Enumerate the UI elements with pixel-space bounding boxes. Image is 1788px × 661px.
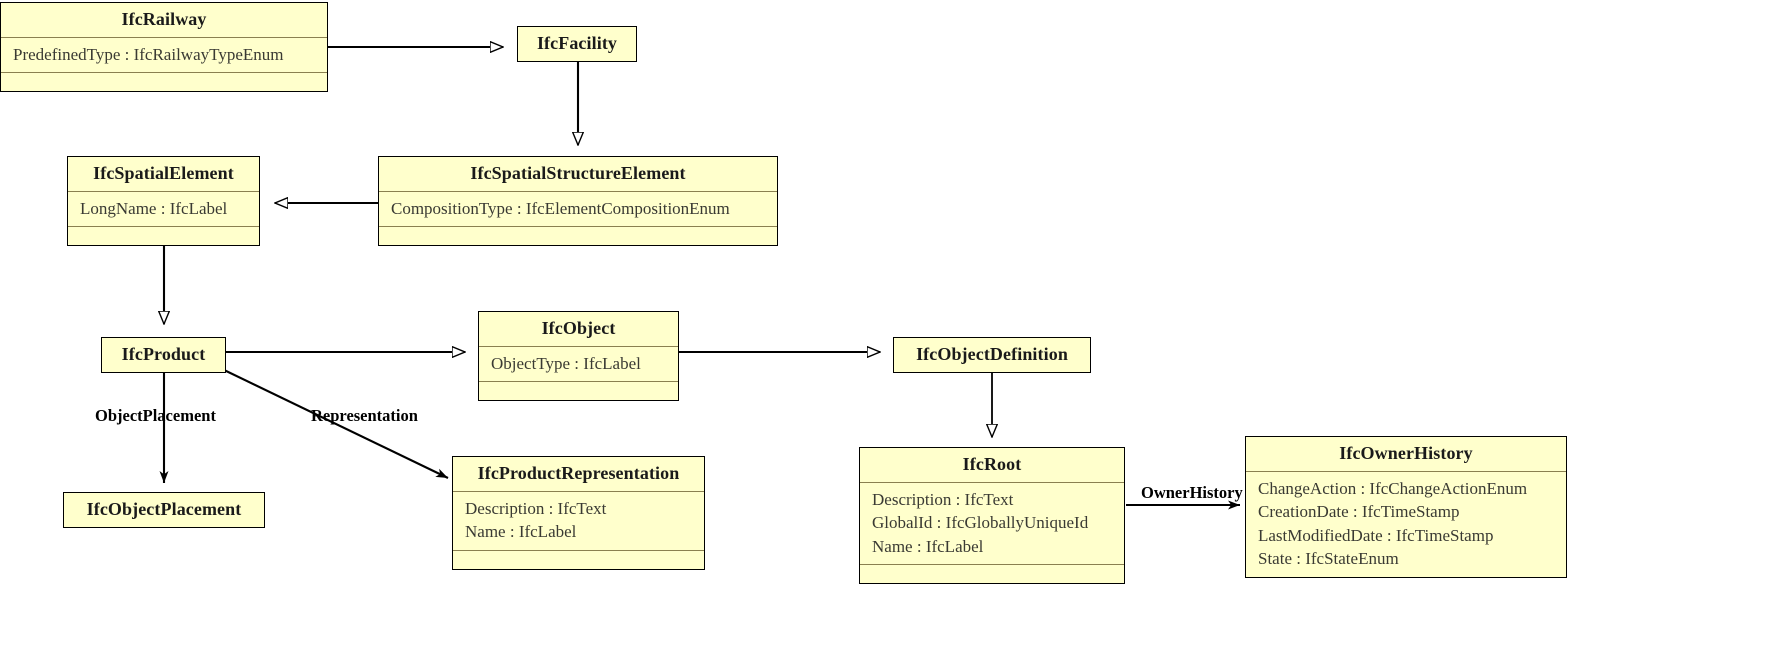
class-title: IfcRailway	[121, 9, 207, 29]
class-attributes: CompositionType : IfcElementCompositionE…	[379, 192, 777, 226]
empty-compartment	[68, 227, 259, 245]
attribute-row: ChangeAction : IfcChangeActionEnum	[1258, 479, 1528, 498]
edge-label-owner-history: OwnerHistory	[1141, 483, 1243, 502]
class-box-ifc-product-representation[interactable]: IfcProductRepresentation Description : I…	[452, 456, 705, 570]
edge-label-object-placement: ObjectPlacement	[95, 406, 216, 425]
class-attributes: PredefinedType : IfcRailwayTypeEnum	[1, 38, 327, 72]
compartment-separator	[479, 381, 678, 383]
empty-compartment	[1, 73, 327, 91]
class-title: IfcSpatialStructureElement	[470, 163, 686, 183]
class-box-ifc-object[interactable]: IfcObject ObjectType : IfcLabel	[478, 311, 679, 402]
class-title: IfcFacility	[536, 33, 618, 53]
compartment-separator	[453, 549, 704, 551]
class-box-ifc-railway[interactable]: IfcRailway PredefinedType : IfcRailwayTy…	[0, 2, 328, 93]
compartment-separator	[379, 191, 777, 192]
attribute-row: CompositionType : IfcElementCompositionE…	[391, 199, 730, 218]
compartment-separator	[453, 491, 704, 492]
compartment-separator	[1, 72, 327, 74]
compartment-separator	[1, 37, 327, 38]
class-title: IfcSpatialElement	[93, 163, 234, 183]
compartment-separator	[860, 564, 1124, 566]
attribute-row: PredefinedType : IfcRailwayTypeEnum	[13, 45, 284, 64]
class-box-ifc-facility[interactable]: IfcFacility	[517, 26, 637, 62]
class-box-ifc-object-placement[interactable]: IfcObjectPlacement	[63, 492, 265, 528]
class-title: IfcProduct	[121, 344, 206, 364]
empty-compartment	[479, 382, 678, 400]
attribute-row: ObjectType : IfcLabel	[491, 354, 641, 373]
compartment-separator	[479, 346, 678, 347]
class-title: IfcOwnerHistory	[1339, 443, 1473, 463]
class-attributes: Description : IfcText GlobalId : IfcGlob…	[860, 483, 1124, 564]
class-title: IfcObject	[541, 318, 616, 338]
attribute-row: Name : IfcLabel	[872, 536, 984, 556]
attribute-row: LongName : IfcLabel	[80, 199, 228, 218]
edge-label-representation: Representation	[311, 406, 418, 425]
class-box-ifc-object-definition[interactable]: IfcObjectDefinition	[893, 337, 1091, 373]
compartment-separator	[1246, 471, 1566, 472]
empty-compartment	[453, 551, 704, 569]
attribute-row: GlobalId : IfcGloballyUniqueId	[872, 513, 1089, 533]
attribute-row: LastModifiedDate : IfcTimeStamp	[1258, 525, 1494, 545]
compartment-separator	[68, 226, 259, 228]
compartment-separator	[379, 226, 777, 228]
attribute-row: State : IfcStateEnum	[1258, 549, 1399, 569]
class-box-ifc-root[interactable]: IfcRoot Description : IfcText GlobalId :…	[859, 447, 1125, 585]
class-title: IfcRoot	[962, 454, 1022, 474]
class-attributes: LongName : IfcLabel	[68, 192, 259, 226]
class-box-ifc-spatial-element[interactable]: IfcSpatialElement LongName : IfcLabel	[67, 156, 260, 247]
attribute-row: Name : IfcLabel	[465, 522, 577, 542]
class-attributes: ObjectType : IfcLabel	[479, 347, 678, 381]
class-title: IfcObjectDefinition	[916, 344, 1068, 364]
empty-compartment	[379, 227, 777, 245]
class-box-ifc-spatial-structure-element[interactable]: IfcSpatialStructureElement CompositionTy…	[378, 156, 778, 247]
class-box-ifc-product[interactable]: IfcProduct	[101, 337, 226, 373]
compartment-separator	[860, 482, 1124, 483]
attribute-row: CreationDate : IfcTimeStamp	[1258, 502, 1460, 522]
class-attributes: ChangeAction : IfcChangeActionEnum Creat…	[1246, 472, 1566, 577]
attribute-row: Description : IfcText	[872, 490, 1014, 509]
class-title: IfcProductRepresentation	[477, 463, 680, 483]
class-box-ifc-owner-history[interactable]: IfcOwnerHistory ChangeAction : IfcChange…	[1245, 436, 1567, 578]
class-title: IfcObjectPlacement	[86, 499, 242, 519]
attribute-row: Description : IfcText	[465, 499, 607, 518]
compartment-separator	[68, 191, 259, 192]
class-attributes: Description : IfcText Name : IfcLabel	[453, 492, 704, 550]
empty-compartment	[860, 565, 1124, 583]
